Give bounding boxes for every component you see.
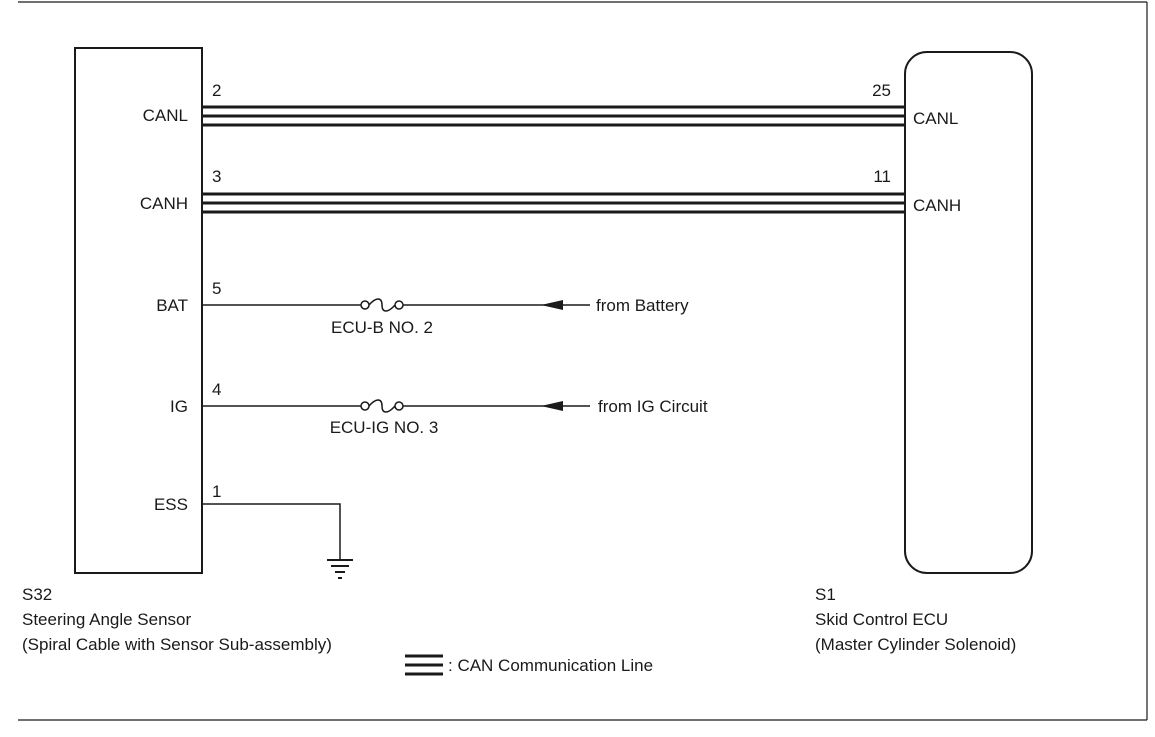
ig-arrow-icon xyxy=(541,401,563,411)
ecu-code: S1 xyxy=(815,585,836,604)
canl-label-left: CANL xyxy=(143,106,188,125)
legend-text: : CAN Communication Line xyxy=(448,656,653,675)
ess-ground-wire xyxy=(202,503,341,560)
steering-angle-sensor-box xyxy=(74,47,203,574)
canl-pin-left: 2 xyxy=(212,81,221,100)
ig-fuse-icon xyxy=(360,399,404,413)
sensor-code: S32 xyxy=(22,585,52,604)
bat-arrow-icon xyxy=(541,300,563,310)
bat-pin: 5 xyxy=(212,279,221,298)
canl-pin-right: 25 xyxy=(872,81,891,100)
ig-pin: 4 xyxy=(212,380,221,399)
ground-icon xyxy=(327,559,353,579)
sensor-name: Steering Angle Sensor xyxy=(22,610,192,629)
canh-pin-left: 3 xyxy=(212,167,221,186)
ess-pin: 1 xyxy=(212,482,221,501)
ecu-subname: (Master Cylinder Solenoid) xyxy=(815,635,1016,654)
ess-label: ESS xyxy=(154,495,188,514)
canh-communication-line xyxy=(202,192,905,214)
canh-pin-right: 11 xyxy=(873,167,891,186)
ig-source-label: from IG Circuit xyxy=(598,397,708,416)
ecu-name: Skid Control ECU xyxy=(815,610,948,629)
can-line-legend-icon xyxy=(405,654,443,676)
canh-label-left: CANH xyxy=(140,194,188,213)
sensor-subname: (Spiral Cable with Sensor Sub-assembly) xyxy=(22,635,332,654)
canl-communication-line xyxy=(202,105,905,127)
bat-label: BAT xyxy=(156,296,188,315)
ig-label: IG xyxy=(170,397,188,416)
bat-fuse-label: ECU-B NO. 2 xyxy=(331,318,433,337)
canh-label-right: CANH xyxy=(913,196,961,215)
canl-label-right: CANL xyxy=(913,109,958,128)
bat-source-label: from Battery xyxy=(596,296,689,315)
ig-fuse-label: ECU-IG NO. 3 xyxy=(330,418,439,437)
skid-control-ecu-box xyxy=(904,51,1033,574)
bat-fuse-icon xyxy=(360,298,404,312)
